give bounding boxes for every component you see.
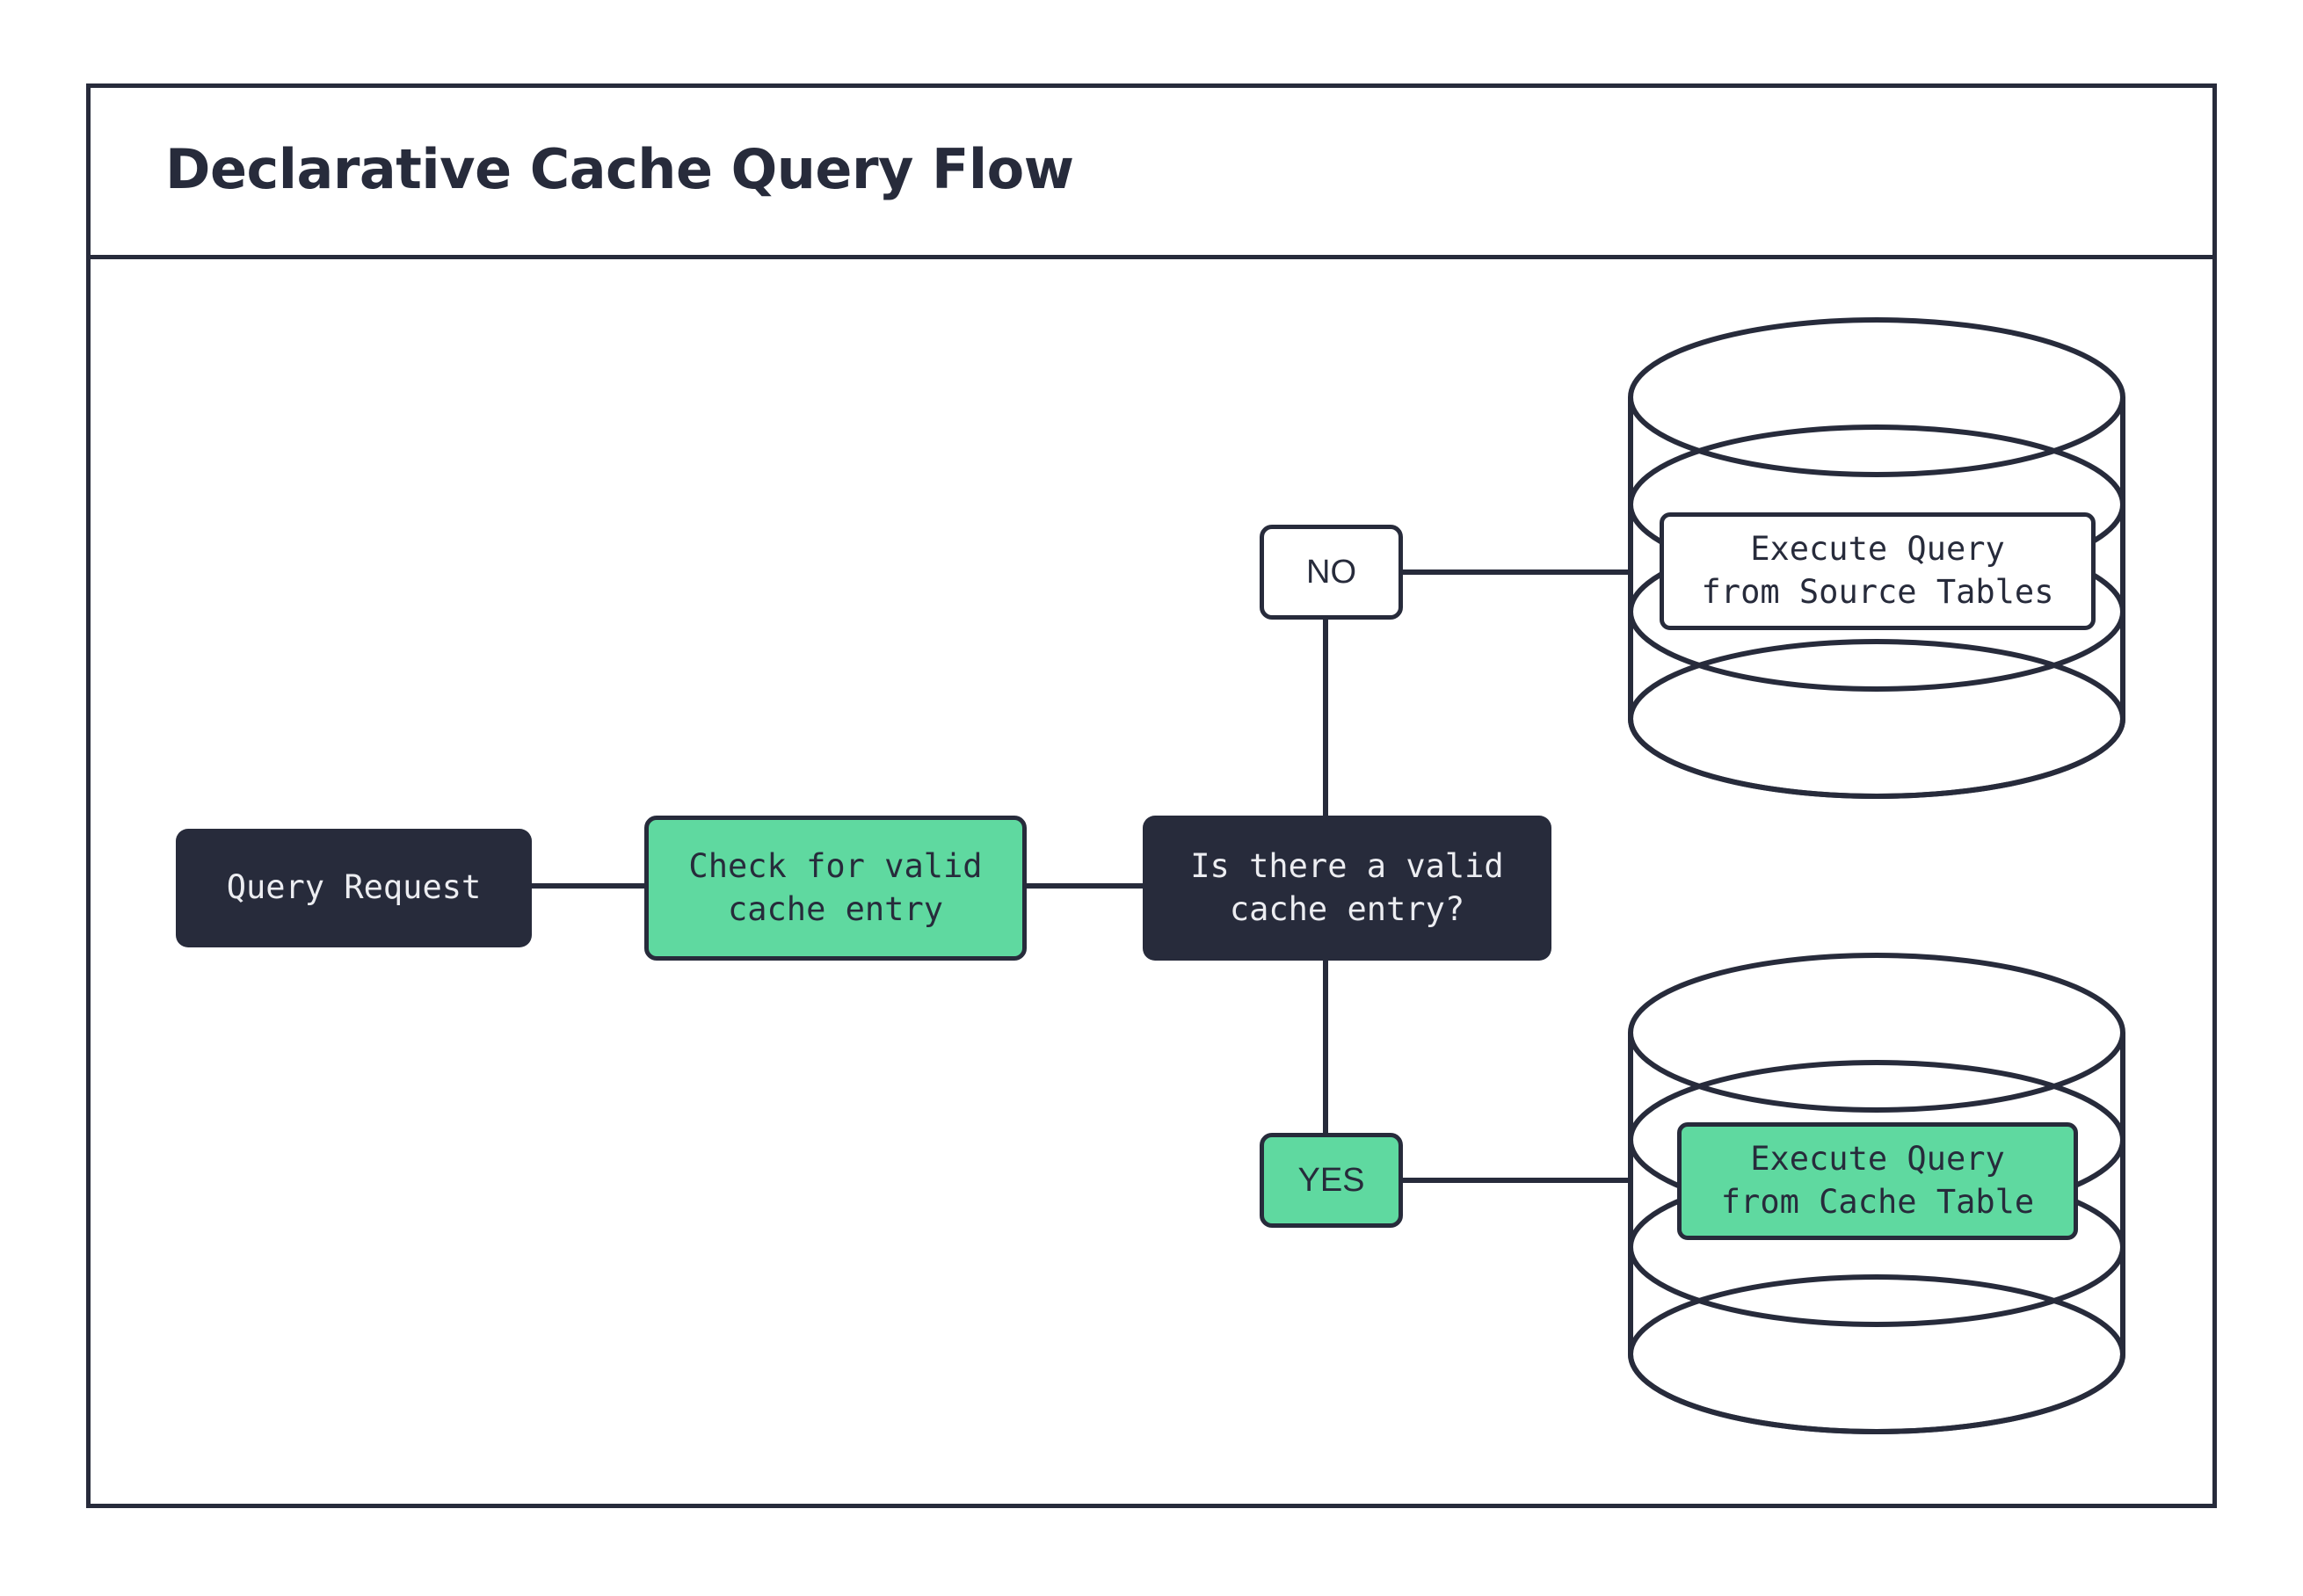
node-check-cache-entry[interactable]: Check for valid cache entry xyxy=(644,816,1027,961)
page-title: Declarative Cache Query Flow xyxy=(165,137,1074,201)
diagram-header: Declarative Cache Query Flow xyxy=(86,83,2217,259)
node-query-request[interactable]: Query Request xyxy=(176,829,532,947)
branch-label-no[interactable]: NO xyxy=(1260,525,1403,620)
node-execute-query-cache-table[interactable]: Execute Query from Cache Table xyxy=(1677,1122,2078,1240)
node-execute-query-source-tables[interactable]: Execute Query from Source Tables xyxy=(1660,512,2096,630)
node-decision-valid-cache[interactable]: Is there a valid cache entry? xyxy=(1143,816,1551,961)
diagram-frame xyxy=(86,83,2217,1508)
branch-label-yes[interactable]: YES xyxy=(1260,1133,1403,1228)
